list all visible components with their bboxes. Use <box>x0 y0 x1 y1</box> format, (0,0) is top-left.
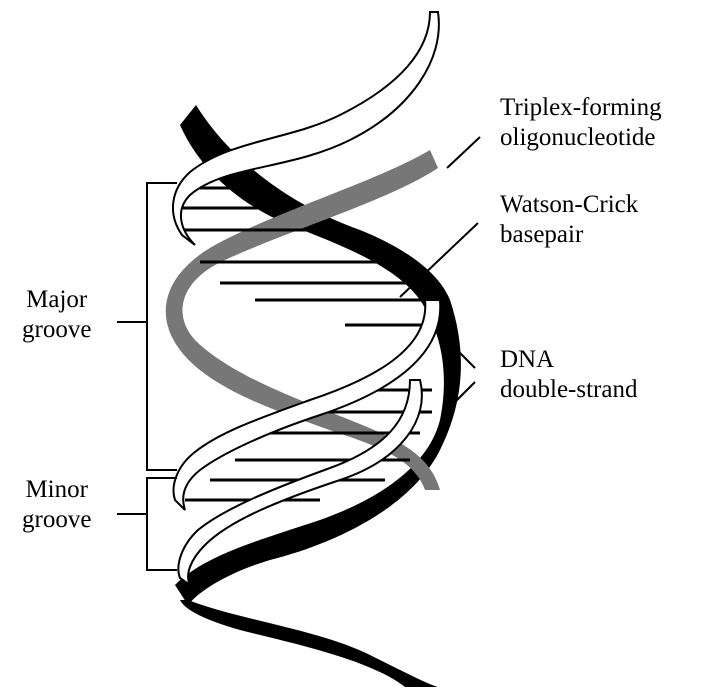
watson-crick-label-line1: Watson-Crick <box>500 190 638 220</box>
minor-groove-label-line1: Minor <box>22 475 91 505</box>
watson-crick-label: Watson-Crick basepair <box>500 190 638 250</box>
major-groove-label: Major groove <box>22 285 91 345</box>
triplex-label-line2: oligonucleotide <box>500 123 662 153</box>
dna-label-line2: double-strand <box>500 375 637 405</box>
minor-groove-label-line2: groove <box>22 505 91 535</box>
dna-double-strand-label: DNA double-strand <box>500 345 637 405</box>
triplex-label-line1: Triplex-forming <box>500 93 662 123</box>
major-groove-label-line1: Major <box>22 285 91 315</box>
major-groove-label-line2: groove <box>22 315 91 345</box>
triplex-label: Triplex-forming oligonucleotide <box>500 93 662 153</box>
dna-label-line1: DNA <box>500 345 637 375</box>
triplex-leader <box>447 137 480 168</box>
minor-groove-bracket <box>117 478 177 570</box>
watson-crick-label-line2: basepair <box>500 220 638 250</box>
minor-groove-label: Minor groove <box>22 475 91 535</box>
